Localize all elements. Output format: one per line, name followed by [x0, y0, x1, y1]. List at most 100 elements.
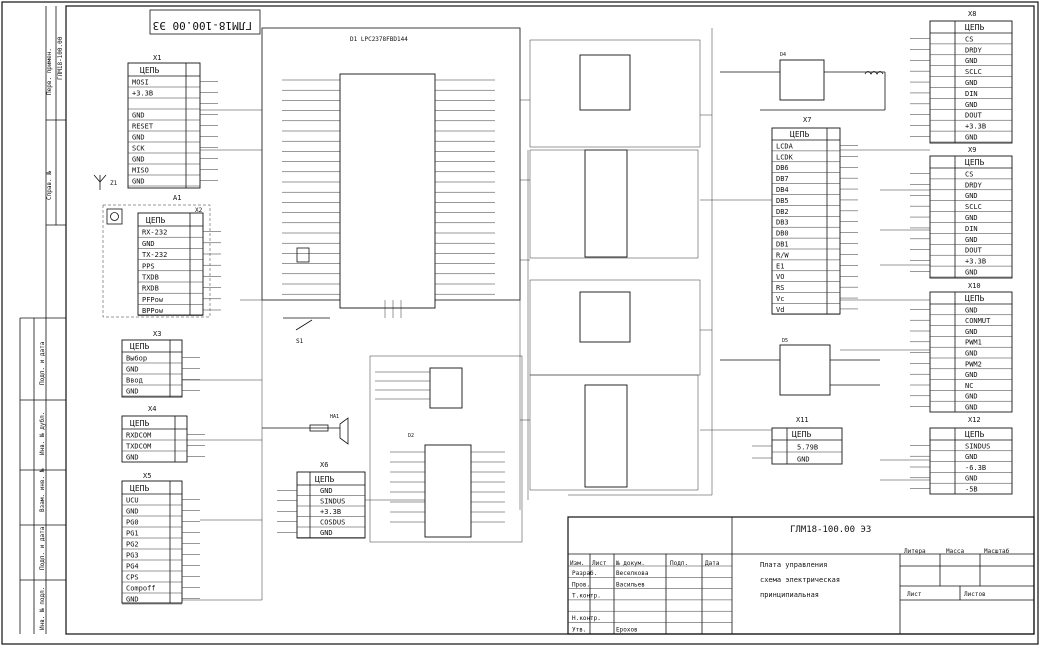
pin-label: -6.3B — [965, 464, 986, 472]
pin-label: SCLC — [965, 203, 982, 211]
pin-label: GND — [132, 156, 145, 164]
strip-sign-date-2: Подп. и дата — [39, 526, 46, 570]
pin-label: DB5 — [776, 197, 789, 205]
strip-dup-inv: Инв. № дубл. — [39, 412, 46, 455]
pin-label: GND — [132, 134, 145, 142]
pin-label: GND — [965, 371, 978, 379]
tb-col-head: Лист — [592, 560, 607, 567]
pin-label: GND — [965, 269, 978, 277]
pin-label: DB3 — [776, 219, 789, 227]
pin-label: DRDY — [965, 181, 983, 189]
tb-col-head: Изм. — [570, 560, 584, 567]
regulator-d4: D4 — [720, 52, 886, 111]
s1-label: S1 — [296, 338, 304, 345]
connector-x10: X10 ЦЕПЬ GNDCONMUTGNDPWM1GNDPWM2GNDNCGND… — [910, 282, 1013, 413]
pin-label: SCLC — [965, 68, 982, 76]
pin-label: GND — [965, 306, 978, 314]
d2-label: D2 — [408, 433, 414, 439]
pin-label: PPS — [142, 262, 155, 270]
pin-label: GND — [142, 240, 155, 248]
connector-x1: X1 ЦЕПЬ MOSI+3.3BGNDRESETGNDSCKGNDMISOGN… — [127, 54, 218, 189]
wiring — [182, 28, 930, 601]
analog-block-top — [529, 39, 701, 259]
x11-ref: X11 — [796, 416, 809, 424]
tb-role: Т.контр. — [572, 593, 601, 600]
d5-label: D5 — [782, 338, 788, 344]
a1-x2: X2 — [195, 207, 203, 214]
connector-x5: X5 ЦЕПЬ UCUGNDPG0PG1PG2PG3PG4CPSCompoffG… — [121, 472, 200, 605]
x12-header: ЦЕПЬ — [965, 430, 984, 439]
side-strip: ГЛМ18-100.00 Перв. примен. Справ. № Подп… — [19, 6, 66, 634]
connector-x9: X9 ЦЕПЬ CSDRDYGNDSCLCGNDDINGNDDOUT+3.3BG… — [910, 146, 1013, 279]
a1-ref: A1 — [173, 194, 181, 202]
x10-ref: X10 — [968, 282, 981, 290]
pin-label: SCK — [132, 145, 145, 153]
pin-label: VO — [776, 273, 784, 281]
pin-label: Vc — [776, 295, 784, 303]
strip-code: ГЛМ18-100.00 — [57, 36, 64, 80]
pin-label: RXDB — [142, 285, 159, 293]
pin-label: GND — [797, 456, 810, 464]
pin-label: TX-232 — [142, 251, 167, 259]
pin-label: DOUT — [965, 247, 983, 255]
module-a1: A1 X2 ЦЕПЬ RX-232GNDTX-232PPSTXDBRXDBPFP… — [102, 194, 221, 318]
pin-label: DB2 — [776, 208, 789, 216]
pin-label: DOUT — [965, 112, 983, 120]
tb-mass: Масса — [946, 548, 964, 555]
x7-ref: X7 — [803, 116, 811, 124]
pin-label: GND — [126, 454, 139, 462]
pin-label: MISO — [132, 167, 149, 175]
x3-header: ЦЕПЬ — [130, 342, 149, 351]
top-code-box: ГЛМ18-100.00 Э3 — [149, 9, 261, 35]
pin-label: MOSI — [132, 79, 149, 87]
pin-label: GND — [126, 366, 139, 374]
pin-label: +3.3B — [965, 123, 986, 131]
x5-header: ЦЕПЬ — [130, 484, 149, 493]
pin-label: GND — [965, 328, 978, 336]
ha1-label: HA1 — [330, 414, 339, 420]
pin-label: COSDUS — [320, 519, 345, 527]
pin-label: RESET — [132, 123, 154, 131]
pin-label: CPS — [126, 574, 139, 582]
strip-orig-inv: Инв. № подл. — [39, 587, 46, 630]
pin-label: GND — [320, 487, 333, 495]
tb-designation: ГЛМ18-100.00 Э3 — [790, 525, 871, 535]
pin-label: DRDY — [965, 46, 983, 54]
tb-person: Веселкова — [616, 570, 649, 577]
pin-label: RXDCOM — [126, 432, 151, 440]
pin-label: GND — [965, 134, 978, 142]
pin-label: GND — [126, 596, 139, 604]
switch-s1: S1 — [283, 247, 330, 345]
pin-label: DIN — [965, 225, 978, 233]
x9-header: ЦЕПЬ — [965, 158, 984, 167]
tb-col-head: Дата — [705, 560, 720, 567]
pin-label: RX-232 — [142, 229, 167, 237]
buzzer-ha1: HA1 — [262, 414, 349, 445]
x5-ref: X5 — [143, 472, 151, 480]
tb-role: Н.контр. — [572, 615, 601, 622]
pin-label: GND — [965, 393, 978, 401]
pin-label: GND — [965, 404, 978, 412]
pin-label: GND — [965, 236, 978, 244]
pin-label: GND — [965, 192, 978, 200]
pin-label: PG1 — [126, 530, 139, 538]
tb-role: Пров. — [572, 581, 590, 588]
tb-person: Васильев — [616, 581, 645, 588]
pin-label: LCDA — [776, 142, 794, 150]
pin-label: GND — [126, 388, 139, 396]
pin-label: DB7 — [776, 175, 789, 183]
d4-label: D4 — [780, 52, 786, 58]
pin-label: DB1 — [776, 241, 789, 249]
pin-label: PG4 — [126, 563, 139, 571]
pin-label: +3.3B — [132, 90, 153, 98]
pin-label: Ввод — [126, 377, 143, 385]
tb-name-1: Плата управления — [760, 561, 827, 569]
x1-ref: X1 — [153, 54, 161, 62]
tb-name-3: принципиальная — [760, 591, 819, 599]
antenna-z1: Z1 — [93, 174, 118, 190]
pin-label: +3.3B — [320, 508, 341, 516]
